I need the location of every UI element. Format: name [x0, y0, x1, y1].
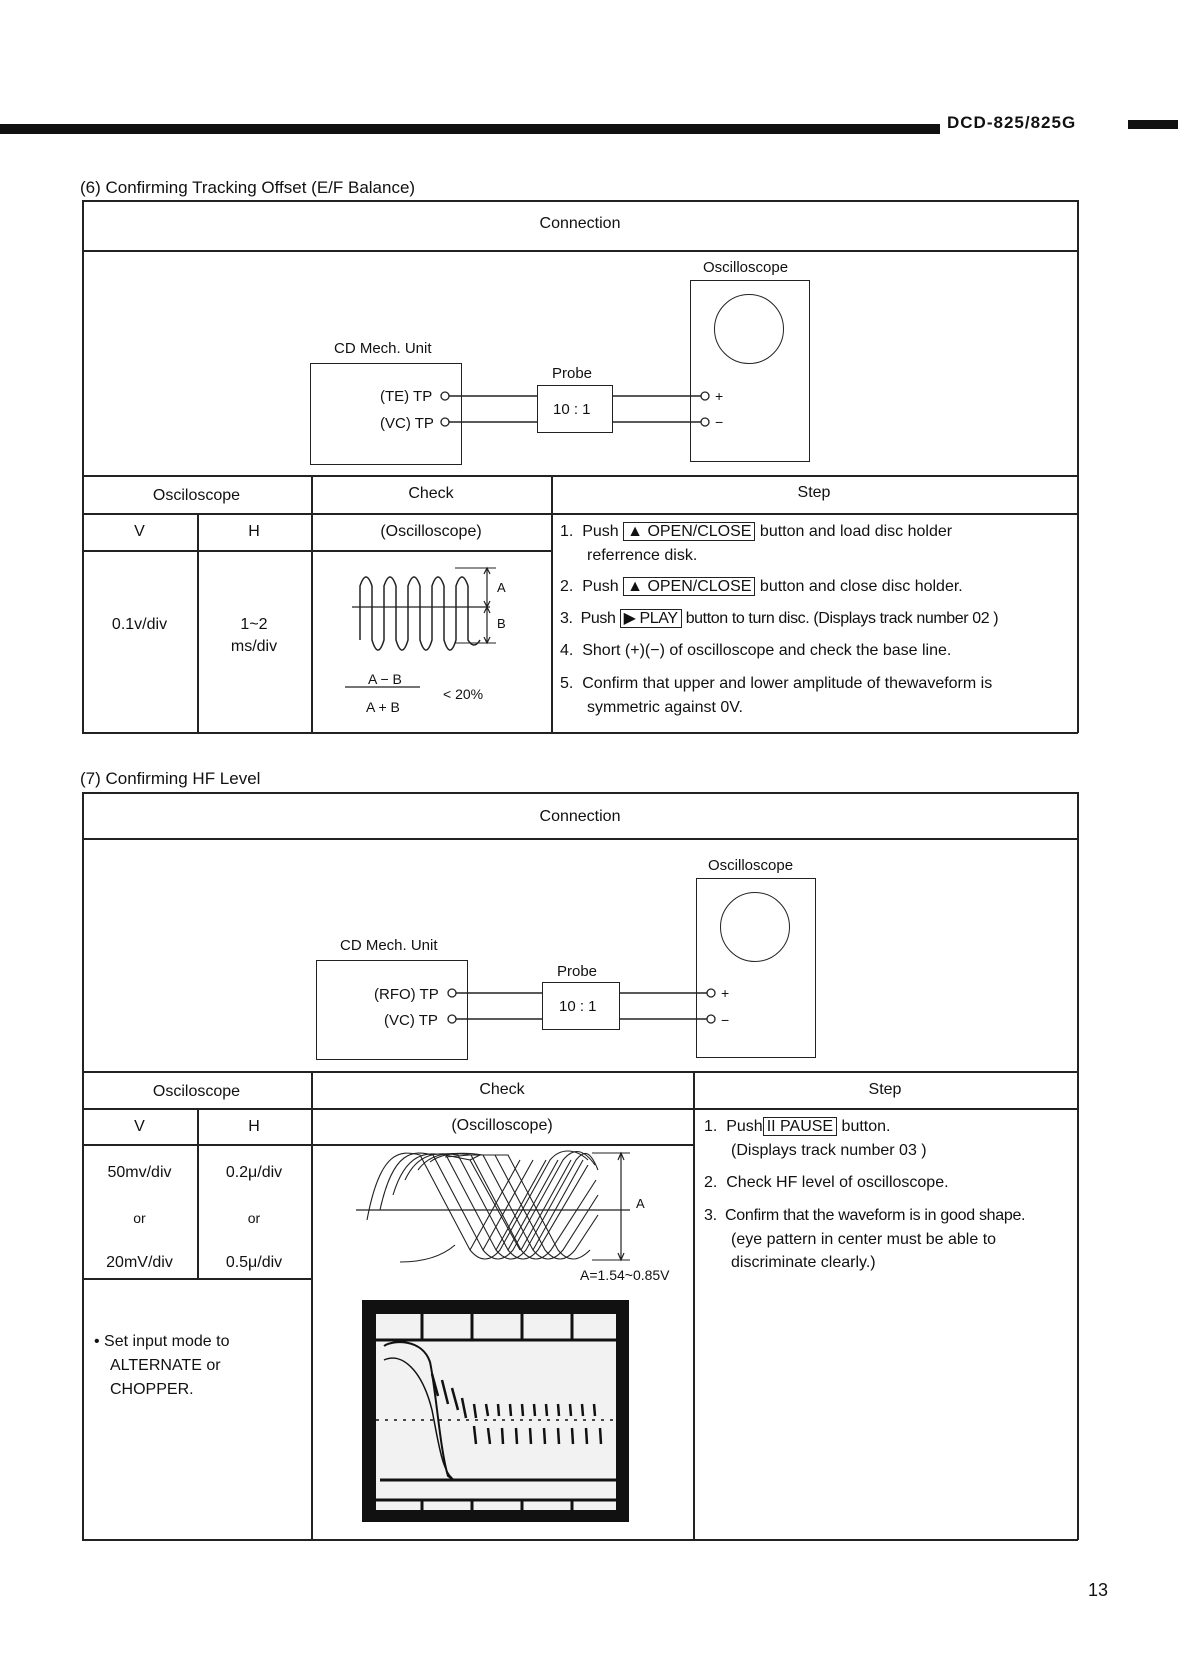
wave-label-b: B [497, 616, 506, 631]
probe-label: Probe [557, 963, 598, 980]
eye-label-a: A [636, 1196, 645, 1211]
step-header: Step [868, 1081, 902, 1098]
header-rule [0, 124, 940, 134]
probe-label: Probe [552, 365, 593, 382]
h-value-or: or [247, 1210, 261, 1226]
formula-denominator: A + B [366, 699, 400, 715]
input-mode-note-line3: CHOPPER. [110, 1381, 194, 1398]
v-header: V [134, 1118, 145, 1135]
step-5: 5. Confirm that upper and lower amplitud… [560, 675, 993, 692]
oscilloscope-label: Oscilloscope [703, 259, 789, 276]
v-value-1: 50mv/div [107, 1164, 172, 1181]
open-close-button: ▲ OPEN/CLOSE [623, 577, 756, 596]
tp-vc-label: (VC) TP [384, 1012, 438, 1029]
section6-connection-header: Connection [539, 215, 621, 232]
model-name: DCD-825/825G [947, 113, 1077, 132]
step-header: Step [797, 484, 831, 501]
step-3-line2: (eye pattern in center must be able to [731, 1231, 997, 1248]
formula-numerator: A − B [368, 671, 402, 687]
formula-condition: < 20% [443, 686, 484, 702]
wave-label-a: A [497, 580, 506, 595]
oscilloscope-box [690, 280, 810, 462]
probe-box [542, 982, 620, 1030]
oscilloscope-photo [362, 1300, 629, 1522]
v-value-or: or [133, 1210, 146, 1226]
cd-mech-unit-label: CD Mech. Unit [340, 937, 438, 954]
h-value-2: 0.5μ/div [225, 1254, 283, 1271]
minus-terminal: − [721, 1012, 730, 1028]
plus-terminal: + [721, 985, 730, 1001]
probe-box [537, 385, 613, 433]
open-close-button: ▲ OPEN/CLOSE [623, 522, 756, 541]
osc-header: Osciloscope [152, 1083, 241, 1100]
cd-mech-unit-label: CD Mech. Unit [334, 340, 432, 357]
step-2: 2. Push ▲ OPEN/CLOSE button and close di… [560, 577, 963, 596]
step-1-line2: referrence disk. [587, 547, 698, 564]
oscilloscope-screen [720, 892, 790, 962]
step-3: 3. Push ▶ PLAY button to turn disc. (Dis… [560, 609, 999, 628]
probe-ratio: 10 : 1 [553, 401, 591, 418]
oscilloscope-label: Oscilloscope [708, 857, 794, 874]
input-mode-note-line1: • Set input mode to [94, 1333, 230, 1350]
pause-button: II PAUSE [762, 1117, 838, 1136]
section7-title: (7) Confirming HF Level [80, 769, 261, 788]
h-value-line2: ms/div [230, 638, 278, 655]
oscilloscope-box [696, 878, 816, 1058]
v-header: V [134, 523, 145, 540]
check-subheader: (Oscilloscope) [451, 1117, 553, 1134]
play-button: ▶ PLAY [619, 609, 682, 628]
input-mode-note-line2: ALTERNATE or [110, 1357, 221, 1374]
tp-vc-label: (VC) TP [380, 415, 434, 432]
step-5-line2: symmetric against 0V. [587, 699, 743, 716]
check-header: Check [479, 1081, 525, 1098]
amplitude-range: A=1.54~0.85V [580, 1267, 670, 1283]
header-rule-end [1128, 120, 1178, 129]
plus-terminal: + [715, 388, 724, 404]
h-header: H [248, 1118, 260, 1135]
step-3: 3. Confirm that the waveform is in good … [704, 1207, 1026, 1224]
page-number: 13 [1088, 1580, 1109, 1600]
cd-mech-unit-box [316, 960, 468, 1060]
step-4: 4. Short (+)(−) of oscilloscope and chec… [560, 642, 952, 659]
h-value-1: 0.2μ/div [225, 1164, 283, 1181]
osc-header: Osciloscope [152, 487, 241, 504]
tp-rfo-label: (RFO) TP [374, 986, 439, 1003]
check-subheader: (Oscilloscope) [380, 523, 482, 540]
oscilloscope-screen [714, 294, 784, 364]
section6-title: (6) Confirming Tracking Offset (E/F Bala… [80, 178, 416, 197]
v-value-2: 20mV/div [106, 1254, 173, 1271]
step-2: 2. Check HF level of oscilloscope. [704, 1174, 949, 1191]
probe-ratio: 10 : 1 [559, 998, 597, 1015]
step-1-line2: (Displays track number 03 ) [731, 1142, 927, 1159]
step-3-line3: discriminate clearly.) [731, 1254, 876, 1271]
section7-connection-header: Connection [539, 808, 621, 825]
tp-te-label: (TE) TP [380, 388, 433, 405]
minus-terminal: − [715, 414, 724, 430]
v-value: 0.1v/div [111, 616, 168, 633]
step-1: 1. Push ▲ OPEN/CLOSE button and load dis… [560, 522, 953, 541]
h-header: H [248, 523, 260, 540]
cd-mech-unit-box [310, 363, 462, 465]
h-value-line1: 1~2 [240, 616, 268, 633]
check-header: Check [408, 485, 454, 502]
